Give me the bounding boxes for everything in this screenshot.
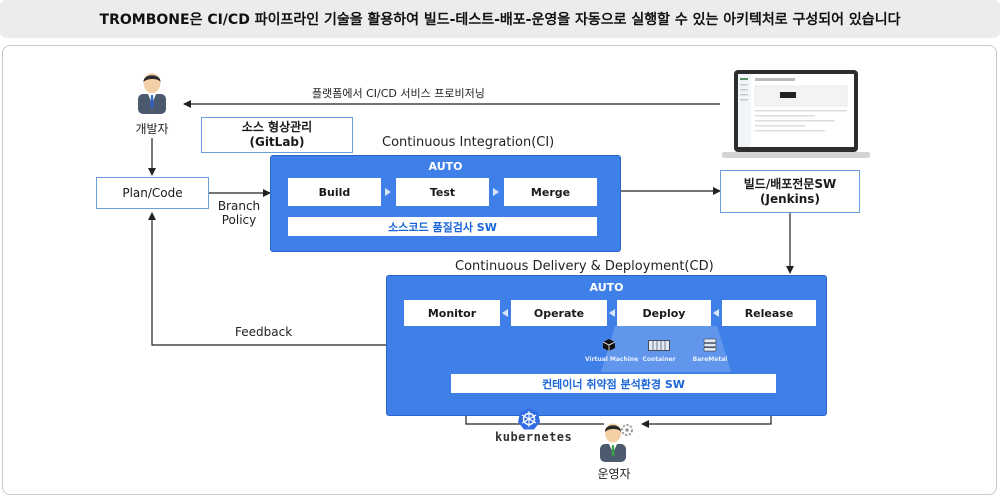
ci-title: Continuous Integration(CI) [382,135,555,150]
feedback-arrow [148,212,386,346]
laptop-icon [722,70,870,158]
provisioning-label: 플랫폼에서 CI/CD 서비스 프로비저닝 [312,87,485,100]
cd-title: Continuous Delivery & Deployment(CD) [455,259,714,274]
container-icon [648,340,670,351]
developer-label: 개발자 [135,122,169,136]
plan-code-box: Plan/Code [96,177,209,209]
branch-policy-line2: Policy [221,213,257,227]
jenkins-title: 빌드/배포전문SW [743,176,837,191]
source-management-box: 소스 형상관리 (GitLab) [201,117,353,153]
cd-flow-arrow-icon [713,309,719,317]
developer-icon [138,73,166,114]
plan-code-label: Plan/Code [122,185,183,200]
feedback-label: Feedback [235,325,293,339]
ci-flow-arrow-icon [385,188,391,196]
branch-policy-label: Branch Policy [214,199,264,227]
cd-flow-arrow-icon [609,309,615,317]
kubernetes-label: kubernetes [495,430,573,444]
cd-step-deploy: Deploy [617,300,711,326]
container-label: Container [642,356,676,363]
ci-step-build: Build [288,178,381,206]
jenkins-tool: (Jenkins) [760,191,820,206]
ci-step-merge: Merge [504,178,597,206]
ci-step-test: Test [396,178,489,206]
jenkins-box: 빌드/배포전문SW (Jenkins) [720,170,860,213]
cd-auto-label: AUTO [589,281,624,294]
cd-step-monitor: Monitor [404,300,500,326]
kubernetes-icon [518,408,540,430]
ci-flow-arrow-icon [493,188,499,196]
ci-auto-label: AUTO [428,160,463,173]
baremetal-icon [703,338,717,352]
cd-step-operate: Operate [511,300,607,326]
diagram-frame [2,45,997,495]
source-management-title: 소스 형상관리 [241,120,313,134]
cd-container-vulnerability-bar: 컨테이너 취약점 분석환경 SW [451,374,776,393]
source-management-tool: (GitLab) [249,135,305,149]
cd-step-release: Release [722,300,816,326]
header-title: TROMBONE은 CI/CD 파이프라인 기술을 활용하여 빌드-테스트-배포… [0,0,1000,38]
virtual-machine-label: Virtual Machine [585,356,639,363]
operator-label: 운영자 [597,467,631,481]
branch-policy-line1: Branch [217,199,261,213]
cd-flow-arrow-icon [502,309,508,317]
ci-quality-check-bar: 소스코드 품질검사 SW [288,217,597,236]
operator-icon [600,423,633,462]
baremetal-label: BareMetal [692,356,728,363]
virtual-machine-icon [602,339,616,351]
